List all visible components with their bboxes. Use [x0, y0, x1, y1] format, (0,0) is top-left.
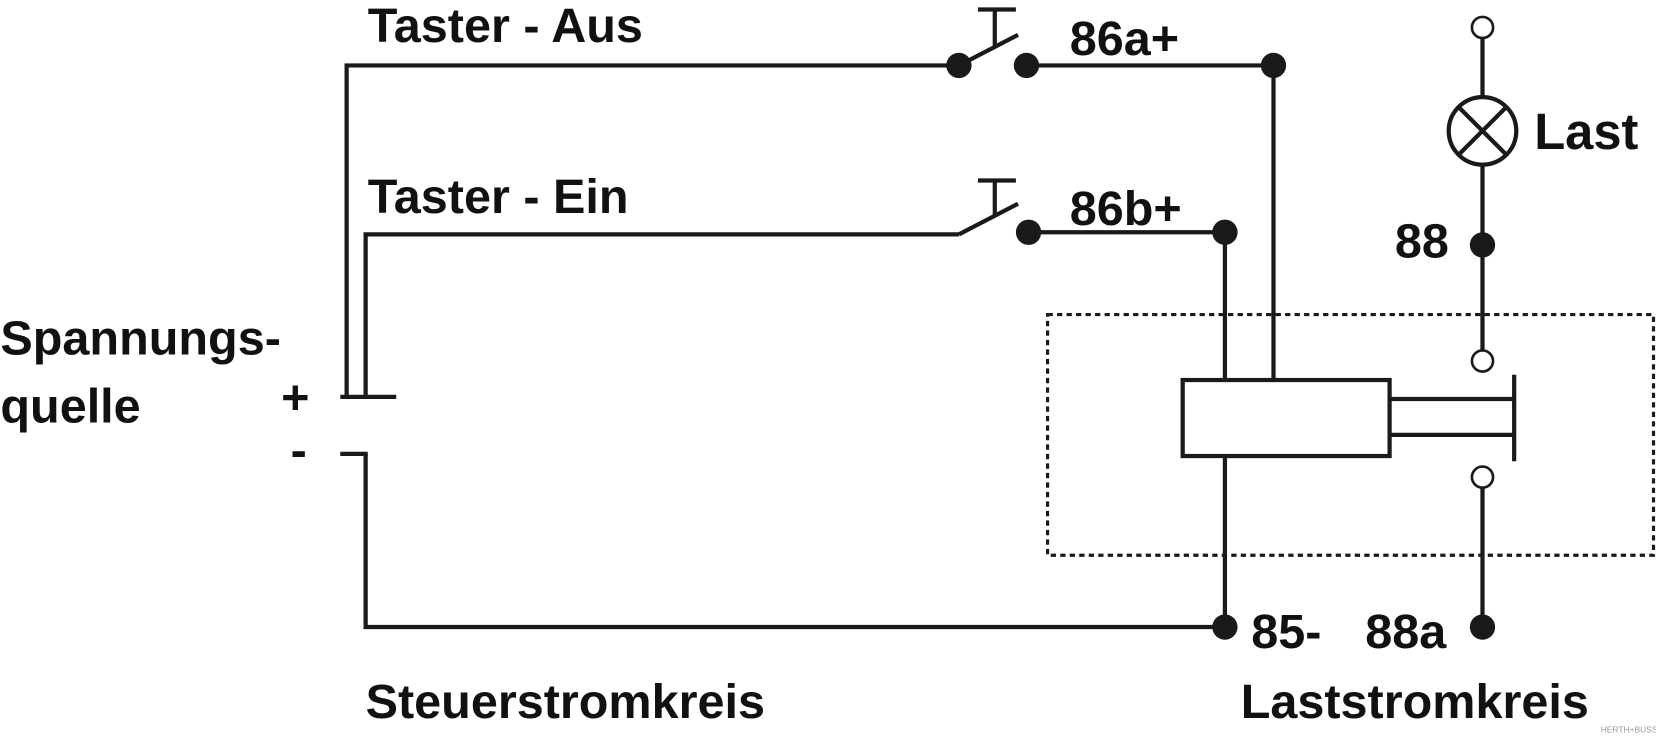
watermark: HERTH+BUSS	[1601, 725, 1656, 735]
label-spannungsquelle-line2: quelle	[0, 379, 140, 433]
label-steuerstromkreis: Steuerstromkreis	[366, 675, 765, 729]
relay-coil	[1180, 377, 1392, 459]
control-circuit-wires	[344, 63, 1276, 630]
label-plus: +	[281, 371, 309, 425]
label-minus: -	[291, 424, 307, 478]
load-circuit	[1446, 15, 1519, 628]
label-laststromkreis: Laststromkreis	[1241, 675, 1589, 729]
label-86a: 86a+	[1070, 12, 1179, 66]
label-88a: 88a	[1365, 605, 1447, 659]
label-taster-aus: Taster - Aus	[368, 0, 643, 53]
push-button-on-switch	[957, 178, 1019, 237]
label-85: 85-	[1251, 605, 1321, 659]
label-86b: 86b+	[1070, 182, 1182, 236]
relay-housing-dotted-box	[1045, 312, 1656, 557]
connection-dots	[946, 52, 1496, 640]
label-88: 88	[1395, 215, 1449, 269]
voltage-source-symbol	[340, 394, 397, 457]
label-last: Last	[1534, 103, 1638, 160]
label-taster-ein: Taster - Ein	[368, 170, 629, 224]
lamp-icon	[1446, 95, 1519, 167]
relay-armature	[1389, 374, 1517, 462]
label-spannungsquelle-line1: Spannungs-	[0, 312, 280, 366]
